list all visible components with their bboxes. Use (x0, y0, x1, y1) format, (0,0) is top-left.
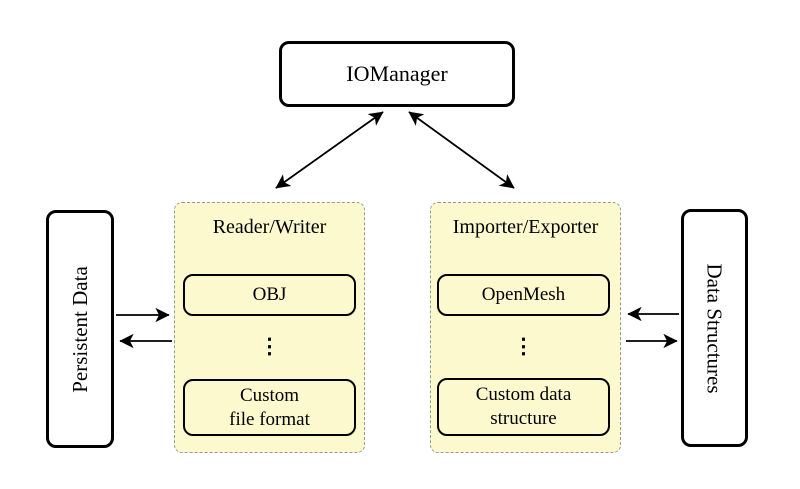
arrow-iomanager-readerwriter (275, 111, 384, 189)
reader-writer-label: Reader/Writer (212, 216, 327, 238)
persistent-data-label: Persistent Data (67, 265, 92, 393)
obj-label: OBJ (252, 284, 287, 306)
data-structures-box: Data Structures (681, 209, 748, 447)
importer-exporter-label: Importer/Exporter (452, 216, 599, 238)
openmesh-label: OpenMesh (481, 284, 566, 306)
custom-data-structure-label: Custom data structure (475, 384, 572, 429)
openmesh-box: OpenMesh (437, 274, 610, 316)
custom-file-format-box: Custom file format (183, 379, 356, 436)
reader-writer-vdots: ⋮ (259, 334, 280, 358)
iomanager-label: IOManager (346, 61, 448, 86)
importer-exporter-vdots: ⋮ (513, 334, 534, 358)
obj-box: OBJ (183, 274, 356, 316)
custom-file-format-label: Custom file format (229, 384, 310, 430)
iomanager-box: IOManager (279, 41, 515, 107)
custom-data-structure-box: Custom data structure (437, 378, 610, 436)
data-structures-label: Data Structures (703, 262, 728, 394)
persistent-data-box: Persistent Data (46, 210, 114, 448)
arrow-iomanager-importerexporter (408, 111, 515, 189)
